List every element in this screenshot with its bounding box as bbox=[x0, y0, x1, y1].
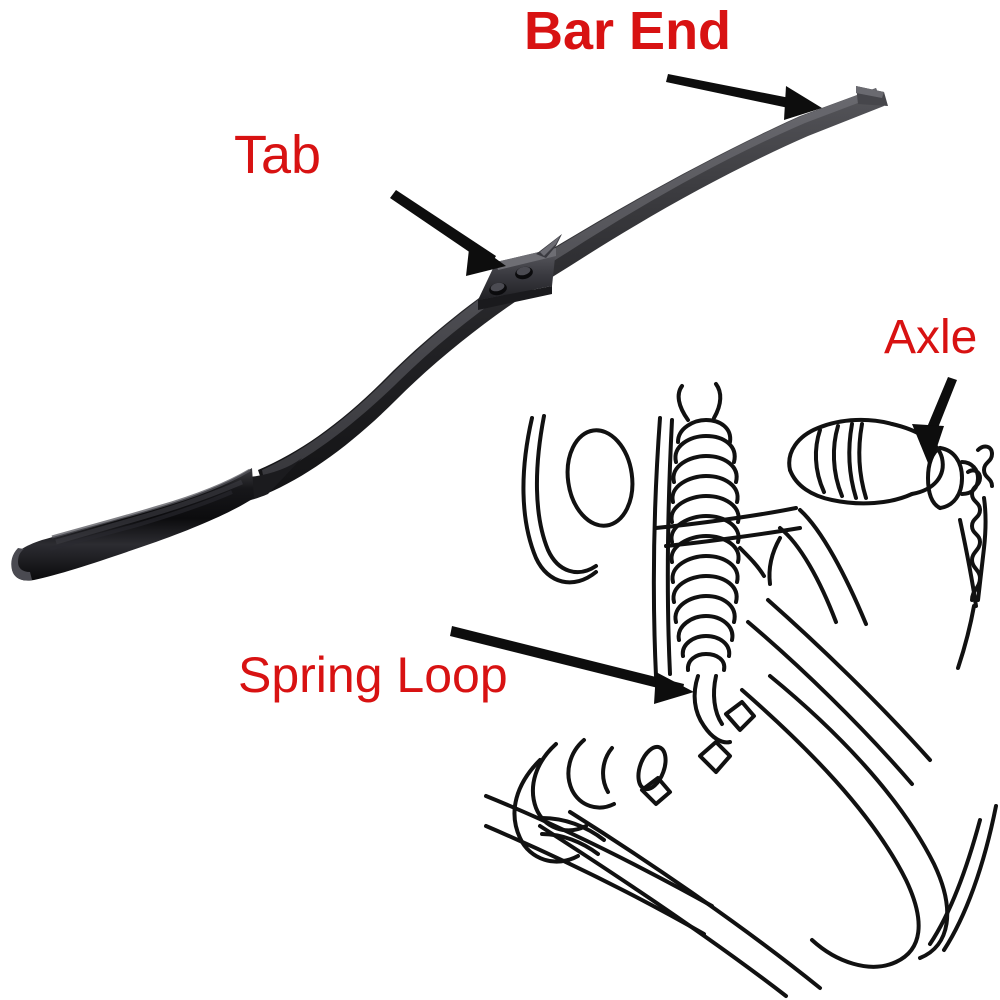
tool-spring-hook-bar bbox=[11, 86, 888, 581]
tool-shaft bbox=[258, 88, 884, 494]
arrow-tab bbox=[390, 190, 506, 276]
sprocket-chain bbox=[958, 444, 994, 608]
swingarm-tube-upper bbox=[766, 598, 932, 762]
chain-run bbox=[956, 604, 976, 670]
frame-tube-lower-left bbox=[484, 794, 714, 908]
arrow-bar-end bbox=[666, 74, 822, 120]
pivot-detail bbox=[636, 744, 668, 792]
axle-nut bbox=[926, 446, 980, 510]
arrow-spring-loop bbox=[450, 626, 694, 704]
swingarm-bracket bbox=[767, 536, 782, 586]
callout-label-bar-end: Bar End bbox=[524, 1, 732, 61]
mount-bushing bbox=[565, 428, 635, 528]
callout-label-tab: Tab bbox=[234, 125, 322, 185]
axle-housing bbox=[787, 417, 945, 506]
footpeg-brackets bbox=[640, 700, 756, 806]
upper-link-arm bbox=[654, 506, 798, 530]
tube-stub bbox=[540, 816, 606, 842]
callout-label-axle: Axle bbox=[884, 311, 978, 364]
coil-spring-shock bbox=[669, 382, 741, 745]
tool-fork-tip-edge bbox=[540, 236, 560, 256]
line-art-rear-suspension bbox=[484, 382, 998, 998]
frame-tube-vertical bbox=[651, 416, 662, 678]
spring-lower-loop bbox=[692, 674, 732, 745]
exhaust-pipe bbox=[740, 688, 921, 969]
fender-outline bbox=[521, 416, 598, 585]
callout-arrows bbox=[390, 74, 957, 704]
chain-guard bbox=[512, 758, 580, 864]
callout-label-spring-loop: Spring Loop bbox=[238, 647, 508, 703]
tool-handle-grip bbox=[11, 468, 255, 581]
bar-end-tip-face bbox=[856, 86, 884, 98]
arrow-axle bbox=[912, 377, 957, 468]
tool-shaft-highlight bbox=[262, 88, 879, 480]
